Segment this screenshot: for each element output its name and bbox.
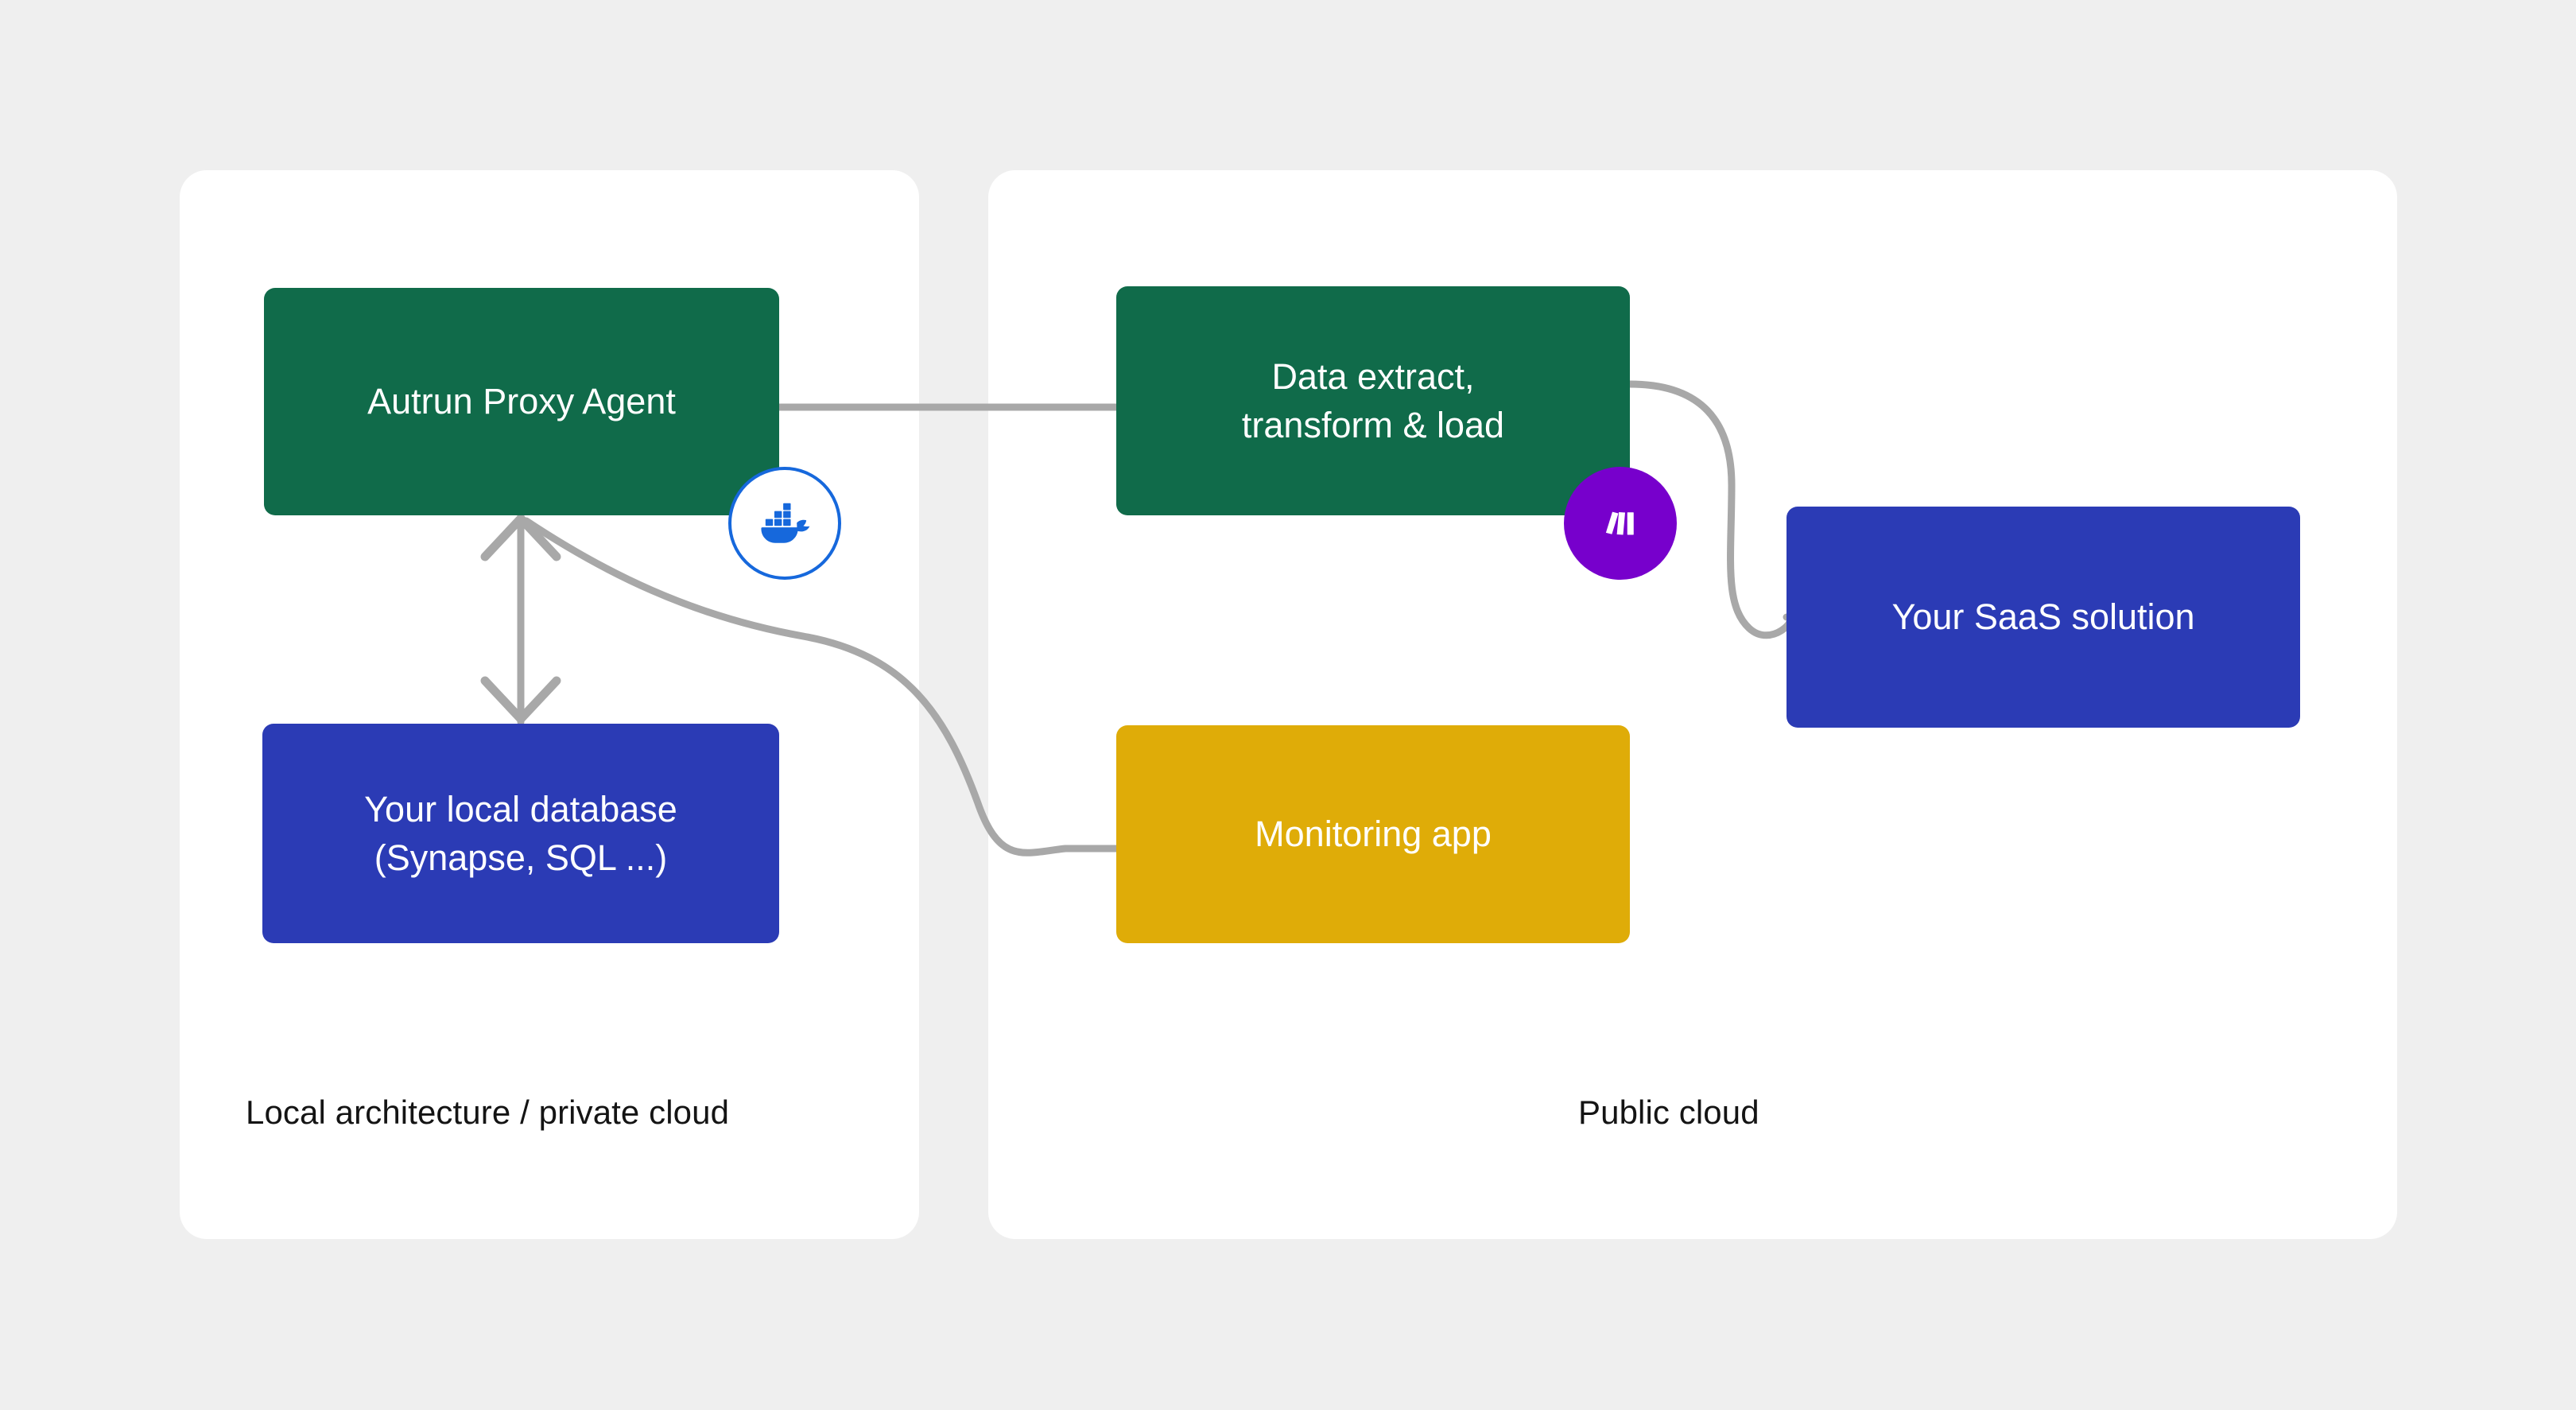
node-localdb-line2: (Synapse, SQL ...) [374, 837, 668, 878]
zone-public-label: Public cloud [1578, 1093, 1759, 1131]
node-proxy-label: Autrun Proxy Agent [367, 381, 676, 422]
node-etl-label: Data extract, transform & load [1242, 352, 1504, 449]
node-localdb-label: Your local database (Synapse, SQL ...) [364, 785, 677, 882]
node-monitor-label: Monitoring app [1255, 814, 1492, 855]
node-etl-line1: Data extract, [1271, 355, 1475, 397]
node-your-saas-solution[interactable]: Your SaaS solution [1787, 507, 2300, 728]
node-monitoring-app[interactable]: Monitoring app [1116, 725, 1630, 943]
node-saas-label: Your SaaS solution [1891, 596, 2195, 638]
docker-icon [728, 467, 841, 580]
docker-whale-glyph [761, 503, 810, 543]
zone-local-label: Local architecture / private cloud [246, 1093, 730, 1131]
mendix-icon [1564, 467, 1677, 580]
node-localdb-line1: Your local database [364, 788, 677, 829]
node-autrun-proxy-agent[interactable]: Autrun Proxy Agent [264, 288, 779, 515]
node-etl-line2: transform & load [1241, 405, 1505, 445]
mendix-bars-glyph [1605, 511, 1634, 535]
node-your-local-database[interactable]: Your local database (Synapse, SQL ...) [262, 724, 779, 943]
node-data-extract-transform-load[interactable]: Data extract, transform & load [1116, 286, 1630, 515]
